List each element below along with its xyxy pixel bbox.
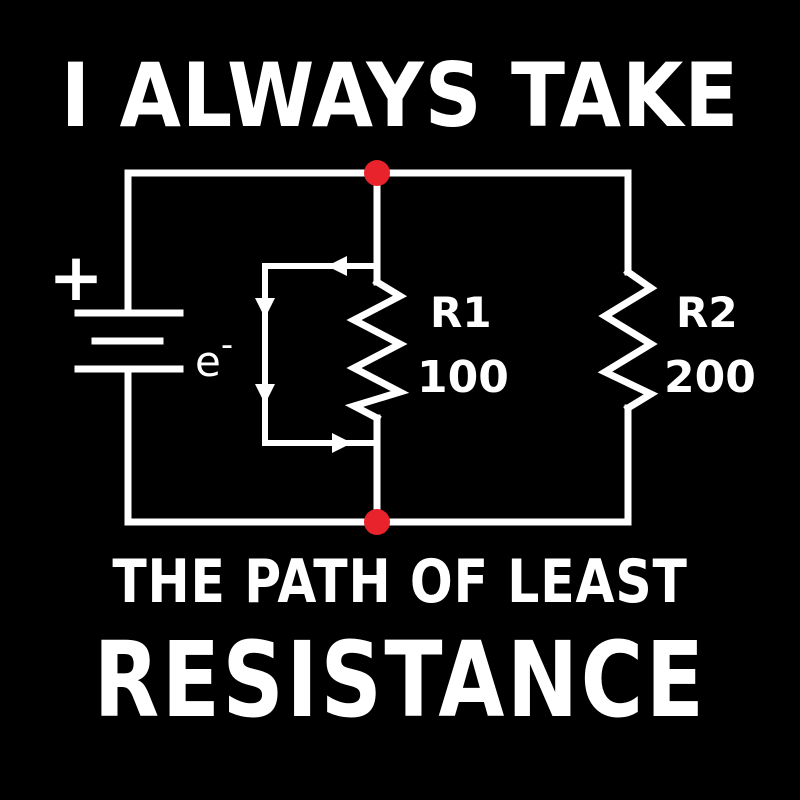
arrow-right-icon (332, 433, 352, 453)
electron-label: e- (195, 325, 233, 386)
arrow-left-icon (327, 256, 347, 276)
electron-charge: - (221, 325, 233, 365)
junction-node-top (364, 160, 390, 186)
r1-value-label: 100 (417, 352, 509, 403)
headline-bottom: RESISTANCE (93, 619, 707, 741)
bypass-path-wire (262, 263, 377, 446)
headline-middle: THE PATH OF LEAST (112, 547, 688, 617)
r2-name-label: R2 (676, 288, 738, 337)
headline-top: I ALWAYS TAKE (60, 44, 740, 147)
electron-symbol: e (195, 337, 221, 386)
r2-resistor-zigzag (597, 267, 659, 413)
r1-resistor-zigzag (344, 277, 410, 423)
arrow-down-icon-upper (255, 298, 275, 318)
battery-plus-symbol: + (48, 239, 103, 316)
arrow-down-icon-lower (255, 384, 275, 404)
r1-name-label: R1 (430, 288, 492, 337)
junction-node-bottom (364, 509, 390, 535)
battery-icon (74, 309, 184, 373)
r2-value-label: 200 (664, 352, 756, 403)
